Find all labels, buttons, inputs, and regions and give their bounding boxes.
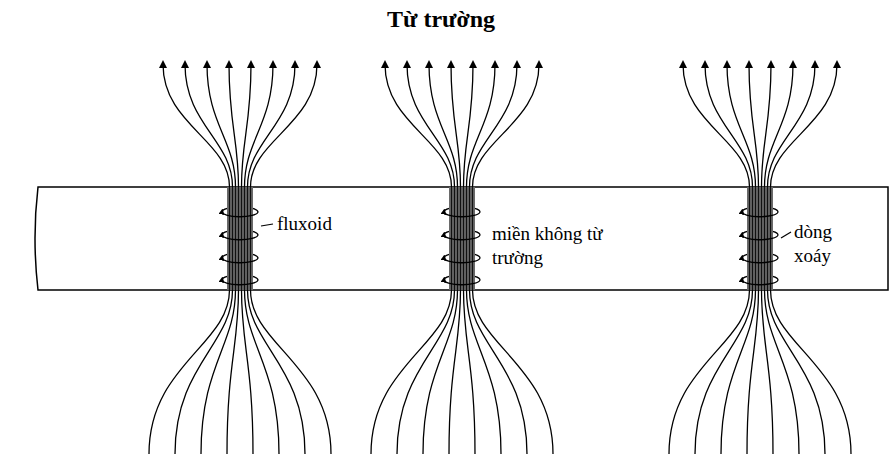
- field-line: [397, 290, 455, 454]
- field-line: [245, 64, 274, 187]
- field-line: [229, 64, 239, 187]
- leader-line: [781, 232, 791, 238]
- field-line: [765, 64, 794, 187]
- flux-line: [761, 187, 762, 290]
- eddy-current-loop: [742, 280, 778, 285]
- field-line: [251, 290, 332, 454]
- field-line: [765, 290, 800, 454]
- field-line: [175, 290, 233, 454]
- flux-line: [466, 187, 467, 290]
- flux-line: [463, 187, 464, 290]
- field-line: [451, 64, 461, 187]
- field-line: [695, 290, 753, 454]
- flux-line: [238, 187, 239, 290]
- flux-line: [767, 187, 768, 290]
- field-line: [407, 64, 455, 187]
- flux-line: [755, 187, 756, 290]
- flux-line: [244, 187, 245, 290]
- field-line: [771, 64, 838, 187]
- flux-line: [247, 187, 248, 290]
- eddy-current-loop: [742, 235, 778, 240]
- callout-label: fluxoid: [277, 212, 387, 236]
- flux-line: [235, 187, 236, 290]
- field-line: [467, 290, 502, 454]
- field-line: [727, 64, 756, 187]
- field-line: [201, 290, 236, 454]
- field-line: [721, 290, 756, 454]
- eddy-current-loop: [222, 280, 258, 285]
- field-line: [747, 290, 759, 454]
- eddy-current-loop: [742, 212, 778, 217]
- eddy-current-loop: [222, 235, 258, 240]
- flux-line: [758, 187, 759, 290]
- field-line: [669, 290, 750, 454]
- superconductor-slab: [35, 187, 888, 290]
- flux-line: [232, 187, 233, 290]
- field-line: [227, 290, 239, 454]
- eddy-current-loop: [222, 212, 258, 217]
- callout-label: dòng xoáy: [794, 220, 864, 268]
- field-line: [771, 290, 852, 454]
- eddy-current-loop: [444, 212, 480, 217]
- field-line: [423, 290, 458, 454]
- field-line: [429, 64, 458, 187]
- field-line: [371, 290, 452, 454]
- flux-line: [764, 187, 765, 290]
- field-line: [467, 64, 496, 187]
- field-line: [251, 64, 318, 187]
- flux-line: [460, 187, 461, 290]
- flux-line: [457, 187, 458, 290]
- eddy-current-loop: [444, 280, 480, 285]
- field-line: [245, 290, 280, 454]
- flux-line: [241, 187, 242, 290]
- field-line: [705, 64, 753, 187]
- field-line: [473, 64, 540, 187]
- flux-line: [469, 187, 470, 290]
- eddy-current-loop: [444, 235, 480, 240]
- field-line: [185, 64, 233, 187]
- field-line: [749, 64, 759, 187]
- region-label: miền không từ trường: [492, 222, 610, 270]
- field-line: [449, 290, 461, 454]
- flux-line: [454, 187, 455, 290]
- leader-line: [261, 224, 273, 226]
- figure-title: Từ trường: [387, 6, 495, 33]
- field-line: [149, 290, 230, 454]
- field-line: [207, 64, 236, 187]
- flux-line: [752, 187, 753, 290]
- eddy-current-loop: [742, 258, 778, 263]
- field-line: [473, 290, 554, 454]
- eddy-current-loop: [444, 258, 480, 263]
- eddy-current-loop: [222, 258, 258, 263]
